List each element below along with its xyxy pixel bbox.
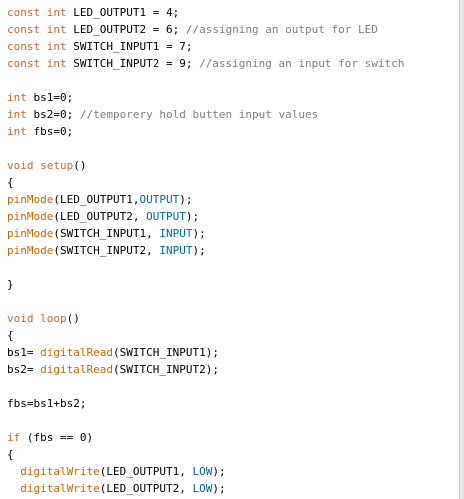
code-token: (LED_OUTPUT2,: [99, 482, 193, 495]
code-token: }: [7, 278, 14, 291]
code-token: //temporery hold butten input values: [79, 108, 319, 121]
code-line[interactable]: const int LED_OUTPUT2 = 6; //assigning a…: [7, 21, 404, 38]
code-token: (SWITCH_INPUT2,: [53, 244, 160, 257]
code-token: bs2=0;: [26, 108, 80, 121]
code-line[interactable]: [7, 259, 404, 276]
code-token: LOW: [192, 465, 213, 478]
code-token: int: [7, 91, 27, 104]
code-line[interactable]: digitalWrite(LED_OUTPUT1, LOW);: [7, 463, 404, 480]
code-token: void: [7, 159, 34, 172]
code-line[interactable]: {: [7, 446, 404, 463]
code-token: SWITCH_INPUT2 = 9;: [66, 57, 200, 70]
code-token: pinMode: [7, 210, 54, 223]
code-token: (fbs == 0): [20, 431, 94, 444]
code-token: void: [7, 312, 34, 325]
code-token: OUTPUT: [146, 210, 186, 223]
code-line[interactable]: [7, 412, 404, 429]
code-token: (LED_OUTPUT2,: [53, 210, 147, 223]
code-line[interactable]: [7, 293, 404, 310]
code-token: digitalWrite: [20, 482, 100, 495]
code-line[interactable]: [7, 140, 404, 157]
code-token: (LED_OUTPUT1,: [99, 465, 193, 478]
code-token: pinMode: [7, 193, 54, 206]
code-token: digitalWrite: [20, 465, 100, 478]
code-line[interactable]: [7, 72, 404, 89]
code-line[interactable]: fbs=bs1+bs2;: [7, 395, 404, 412]
code-token: INPUT: [159, 227, 193, 240]
code-token: {: [7, 329, 14, 342]
code-line[interactable]: if (fbs == 0): [7, 429, 404, 446]
code-line[interactable]: pinMode(LED_OUTPUT1,OUTPUT);: [7, 191, 404, 208]
code-token: LED_OUTPUT2 = 6;: [66, 23, 186, 36]
code-token: int: [7, 108, 27, 121]
code-token: SWITCH_INPUT1 = 7;: [66, 40, 193, 53]
code-line[interactable]: pinMode(LED_OUTPUT2, OUTPUT);: [7, 208, 404, 225]
vertical-scrollbar[interactable]: [459, 0, 464, 499]
code-token: LED_OUTPUT1 = 4;: [66, 6, 180, 19]
code-token: const int: [7, 57, 67, 70]
code-line[interactable]: void setup(): [7, 157, 404, 174]
code-line[interactable]: pinMode(SWITCH_INPUT2, INPUT);: [7, 242, 404, 259]
code-token: bs1=0;: [26, 91, 74, 104]
code-token: (): [73, 159, 87, 172]
code-line[interactable]: pinMode(SWITCH_INPUT1, INPUT);: [7, 225, 404, 242]
code-line[interactable]: const int LED_OUTPUT1 = 4;: [7, 4, 404, 21]
code-line[interactable]: digitalWrite(LED_OUTPUT2, LOW);: [7, 480, 404, 497]
code-token: );: [192, 227, 206, 240]
code-line[interactable]: bs2= digitalRead(SWITCH_INPUT2);: [7, 361, 404, 378]
code-token: const int: [7, 23, 67, 36]
code-line[interactable]: int bs2=0; //temporery hold butten input…: [7, 106, 404, 123]
code-token: digitalRead: [40, 346, 113, 359]
code-line[interactable]: }: [7, 276, 404, 293]
code-token: (SWITCH_INPUT1,: [53, 227, 160, 240]
code-line[interactable]: {: [7, 174, 404, 191]
code-token: (SWITCH_INPUT1);: [112, 346, 219, 359]
code-token: const int: [7, 40, 67, 53]
code-token: pinMode: [7, 244, 54, 257]
code-line[interactable]: const int SWITCH_INPUT2 = 9; //assigning…: [7, 55, 404, 72]
code-token: //assigning an output for LED: [185, 23, 378, 36]
code-token: (LED_OUTPUT1,: [53, 193, 140, 206]
code-token: OUTPUT: [139, 193, 180, 206]
code-text-area[interactable]: const int LED_OUTPUT1 = 4;const int LED_…: [7, 4, 404, 497]
code-token: fbs=0;: [26, 125, 74, 138]
code-token: loop: [40, 312, 67, 325]
code-line[interactable]: int fbs=0;: [7, 123, 404, 140]
code-token: pinMode: [7, 227, 54, 240]
code-token: );: [179, 193, 193, 206]
code-line[interactable]: {: [7, 327, 404, 344]
code-line[interactable]: [7, 378, 404, 395]
code-token: (SWITCH_INPUT2);: [112, 363, 219, 376]
code-line[interactable]: const int SWITCH_INPUT1 = 7;: [7, 38, 404, 55]
code-token: INPUT: [159, 244, 193, 257]
code-line[interactable]: bs1= digitalRead(SWITCH_INPUT1);: [7, 344, 404, 361]
code-token: if: [7, 431, 21, 444]
code-token: digitalRead: [40, 363, 113, 376]
code-token: setup: [40, 159, 74, 172]
code-token: );: [212, 482, 226, 495]
code-token: [7, 482, 20, 495]
code-token: LOW: [192, 482, 213, 495]
code-token: {: [7, 448, 14, 461]
code-token: fbs=bs1+bs2;: [7, 397, 87, 410]
code-token: int: [7, 125, 27, 138]
code-token: );: [212, 465, 226, 478]
code-token: bs2=: [7, 363, 41, 376]
code-line[interactable]: int bs1=0;: [7, 89, 404, 106]
code-token: bs1=: [7, 346, 41, 359]
code-token: );: [185, 210, 200, 223]
code-token: );: [192, 244, 206, 257]
code-token: (): [66, 312, 80, 325]
code-token: [7, 465, 20, 478]
code-token: {: [7, 176, 14, 189]
code-token: //assigning an input for switch: [199, 57, 405, 70]
code-line[interactable]: void loop(): [7, 310, 404, 327]
code-token: const int: [7, 6, 67, 19]
